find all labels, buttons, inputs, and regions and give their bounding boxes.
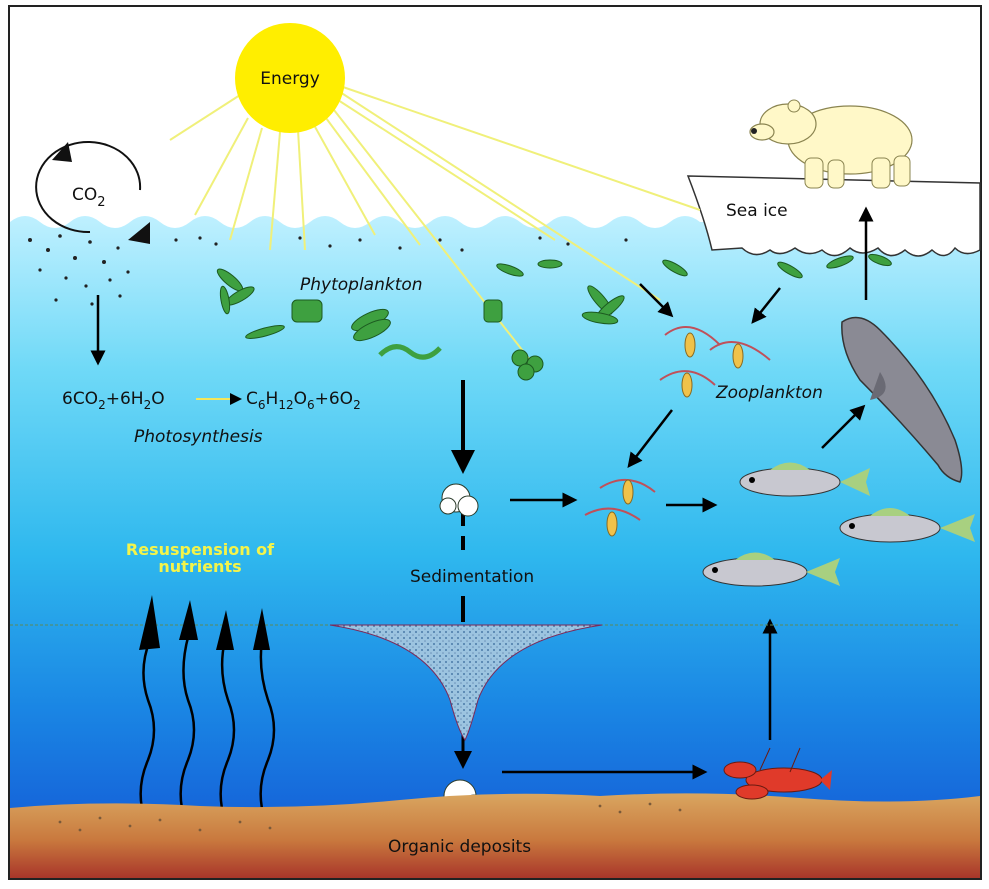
- energy-label: Energy: [260, 69, 320, 89]
- sea-ice-label: Sea ice: [726, 201, 788, 221]
- sedimentation-label: Sedimentation: [410, 567, 534, 587]
- phytoplankton-label: Phytoplankton: [300, 275, 423, 295]
- organic-deposits-label: Organic deposits: [388, 837, 531, 857]
- photosynthesis-label: Photosynthesis: [134, 427, 263, 447]
- zooplankton-label: Zooplankton: [715, 383, 823, 403]
- resuspension-label-line2: nutrients: [158, 557, 241, 576]
- seabed: [10, 793, 980, 878]
